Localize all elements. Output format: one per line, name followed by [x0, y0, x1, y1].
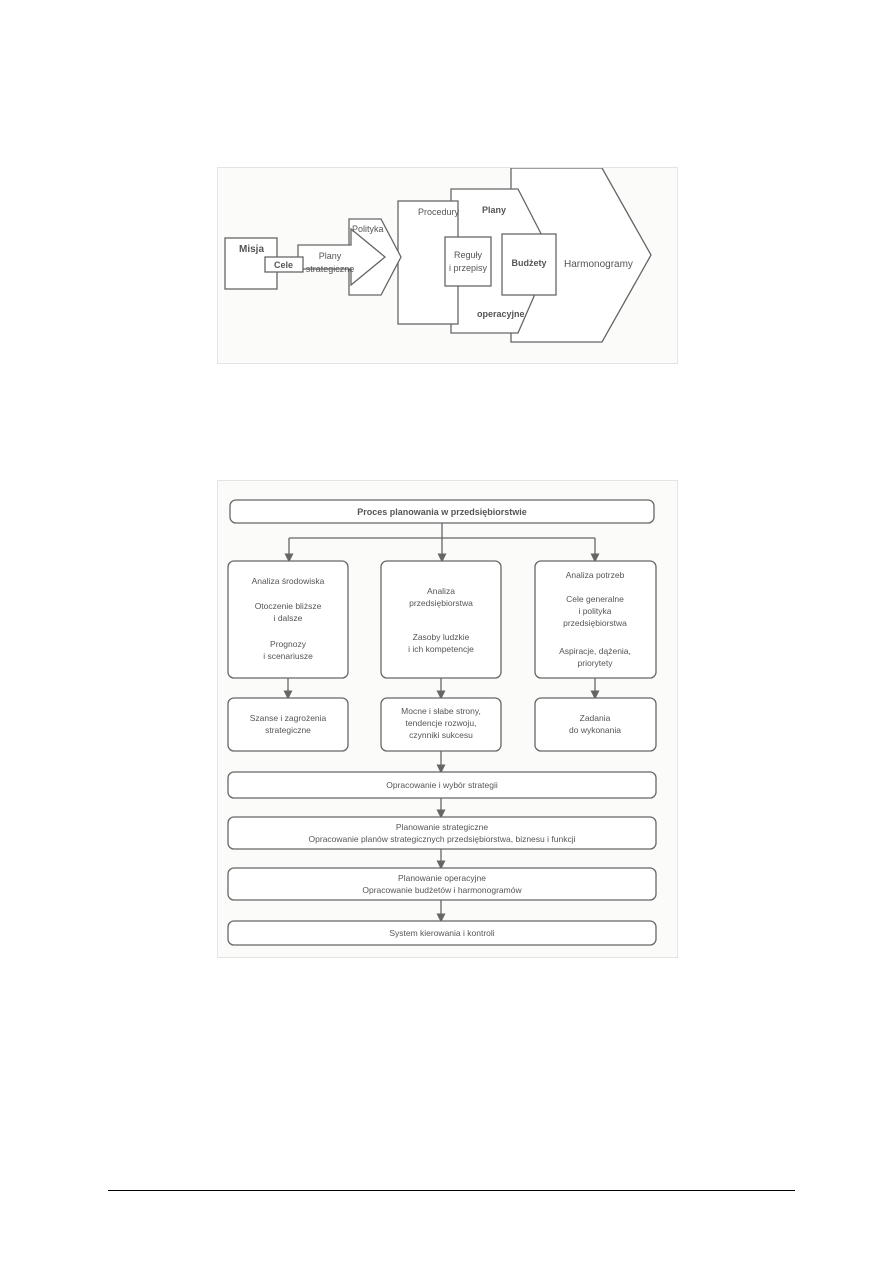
operational-planning-line2: Opracowanie budżetów i harmonogramów [362, 885, 522, 895]
budzety-box [501, 233, 557, 296]
col1-result-line1: Szanse i zagrożenia [250, 713, 327, 723]
col2-result-line1: Mocne i słabe strony, [401, 706, 481, 716]
col1-item1-line2: i dalsze [274, 613, 303, 623]
misja-label: Misja [239, 244, 264, 255]
strategic-planning-line1: Planowanie strategiczne [396, 822, 488, 832]
planning-process-svg: Proces planowania w przedsiębiorstwie An… [227, 499, 657, 946]
strategy-text: Opracowanie i wybór strategii [386, 780, 498, 790]
plany-strategiczne-label-2: strategiczne [306, 264, 355, 274]
col3-item1-line2: i polityka [578, 606, 611, 616]
col2-item1-line2: i ich kompetencje [408, 644, 474, 654]
planning-hierarchy-svg: Misja Cele Plany strategiczne Polityka P… [224, 168, 652, 343]
plany-strategiczne-label-1: Plany [319, 251, 342, 261]
col1-heading: Analiza środowiska [252, 576, 325, 586]
col3-result-box [534, 697, 657, 752]
operacyjne-label: operacyjne [477, 309, 525, 319]
col2-heading-line1: Analiza [427, 586, 455, 596]
plany-strategiczne-arrow [297, 227, 387, 287]
col3-result-line1: Zadania [580, 713, 611, 723]
cele-box [264, 256, 304, 273]
reguly-label-2: i przepisy [449, 263, 488, 273]
col3-result-line2: do wykonania [569, 725, 621, 735]
col3-item2-line1: Aspiracje, dążenia, [559, 646, 631, 656]
col3-heading: Analiza potrzeb [566, 570, 625, 580]
col1-result-box [227, 697, 349, 752]
control-system-box [227, 920, 657, 946]
strategic-planning-box [227, 816, 657, 850]
col2-result-line3: czynniki sukcesu [409, 730, 473, 740]
harmonogramy-label: Harmonogramy [564, 259, 633, 270]
plany-label: Plany [482, 205, 506, 215]
col1-item2-line1: Prognozy [270, 639, 307, 649]
col2-item1-line1: Zasoby ludzkie [413, 632, 470, 642]
procedury-label: Procedury [418, 207, 460, 217]
planning-hierarchy-diagram: Misja Cele Plany strategiczne Polityka P… [217, 167, 678, 364]
col1-result-line2: strategiczne [265, 725, 311, 735]
col1-item1-line1: Otoczenie bliższe [255, 601, 322, 611]
strategy-box [227, 771, 657, 799]
col1-item2-line2: i scenariusze [263, 651, 313, 661]
title-text: Proces planowania w przedsiębiorstwie [357, 507, 527, 517]
strategic-planning-line2: Opracowanie planów strategicznych przeds… [309, 834, 576, 844]
col3-item2-line2: priorytety [578, 658, 614, 668]
col2-analysis-box [380, 560, 502, 679]
col3-item1-line1: Cele generalne [566, 594, 624, 604]
col2-heading-line2: przedsiębiorstwa [409, 598, 473, 608]
cele-label: Cele [274, 260, 293, 270]
budzety-label: Budżety [511, 258, 546, 268]
operational-planning-box [227, 867, 657, 901]
operational-planning-line1: Planowanie operacyjne [398, 873, 486, 883]
planning-process-diagram: Proces planowania w przedsiębiorstwie An… [217, 480, 678, 958]
reguly-label-1: Reguły [454, 250, 483, 260]
col2-result-line2: tendencje rozwoju, [406, 718, 477, 728]
control-system-text: System kierowania i kontroli [389, 928, 494, 938]
polityka-label: Polityka [352, 224, 384, 234]
reguly-box [444, 236, 492, 287]
footer-rule [108, 1190, 795, 1191]
col3-item1-line3: przedsiębiorstwa [563, 618, 627, 628]
